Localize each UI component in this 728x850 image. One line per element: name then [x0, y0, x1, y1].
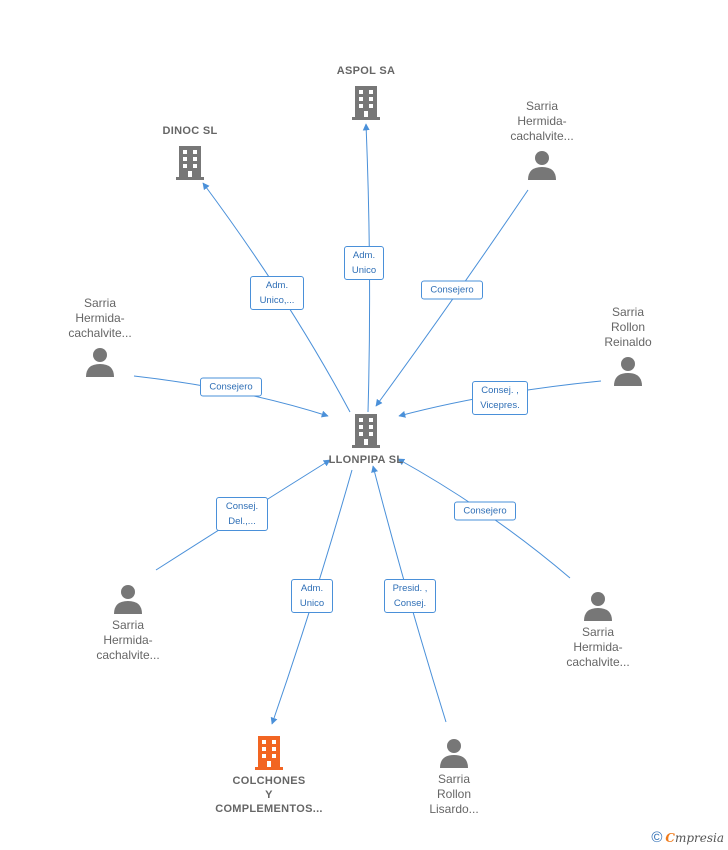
copyright-icon: © [651, 829, 663, 846]
edge-label-p-left[interactable]: Consejero [200, 377, 262, 397]
node-label: ASPOL SA [336, 65, 396, 77]
edge-label-colchones[interactable]: Adm. Unico [291, 579, 333, 613]
node-person-lisardo[interactable]: Sarria Rollon Lisardo... [412, 738, 496, 817]
person-icon [86, 348, 114, 377]
building-icon [352, 86, 380, 120]
node-label: Sarria Hermida- cachalvite... [68, 296, 132, 340]
person-icon [614, 357, 642, 386]
edge-label-p-bottom-left[interactable]: Consej. Del.,... [216, 497, 268, 531]
node-colchones[interactable]: COLCHONES Y COMPLEMENTOS... [196, 734, 342, 816]
node-label: DINOC SL [162, 125, 218, 137]
node-person-bottom-right[interactable]: Sarria Hermida- cachalvite... [556, 591, 640, 670]
node-label: Sarria Hermida- cachalvite... [566, 625, 630, 669]
edge-label-p-lisardo[interactable]: Presid. , Consej. [384, 579, 436, 613]
node-person-bottom-left[interactable]: Sarria Hermida- cachalvite... [86, 584, 170, 663]
node-person-reinaldo[interactable]: Sarria Rollon Reinaldo [586, 305, 670, 386]
node-label: LLONPIPA SL [328, 454, 404, 466]
node-label: Sarria Hermida- cachalvite... [510, 99, 574, 143]
node-aspol[interactable]: ASPOL SA [326, 64, 406, 120]
brand-initial: C [665, 830, 675, 845]
building-icon [352, 414, 380, 448]
brand-name: mpresia [674, 830, 724, 845]
node-person-left[interactable]: Sarria Hermida- cachalvite... [58, 296, 142, 377]
node-person-top-right[interactable]: Sarria Hermida- cachalvite... [500, 99, 584, 180]
edge-label-p-bottom-right[interactable]: Consejero [454, 501, 516, 521]
node-llonpipa[interactable]: LLONPIPA SL [316, 412, 416, 467]
edge-label-dinoc[interactable]: Adm. Unico,... [250, 276, 304, 310]
node-label: Sarria Rollon Lisardo... [429, 772, 479, 816]
building-icon [255, 736, 283, 770]
node-label: Sarria Hermida- cachalvite... [96, 618, 160, 662]
edge-p-top-right-center [375, 189, 529, 407]
person-icon [584, 592, 612, 621]
footer-brand: © Cmpresia [651, 829, 724, 846]
edge-label-p-reinaldo[interactable]: Consej. , Vicepres. [472, 381, 528, 415]
brand-logo[interactable]: Cmpresia [665, 831, 724, 845]
edge-label-aspol[interactable]: Adm. Unico [344, 246, 384, 280]
building-icon [176, 146, 204, 180]
node-dinoc[interactable]: DINOC SL [150, 124, 230, 180]
node-label: Sarria Rollon Reinaldo [604, 305, 652, 349]
person-icon [528, 151, 556, 180]
edge-label-p-top-right[interactable]: Consejero [421, 280, 483, 300]
person-icon [114, 585, 142, 614]
person-icon [440, 739, 468, 768]
node-label: COLCHONES Y COMPLEMENTOS... [215, 775, 323, 815]
